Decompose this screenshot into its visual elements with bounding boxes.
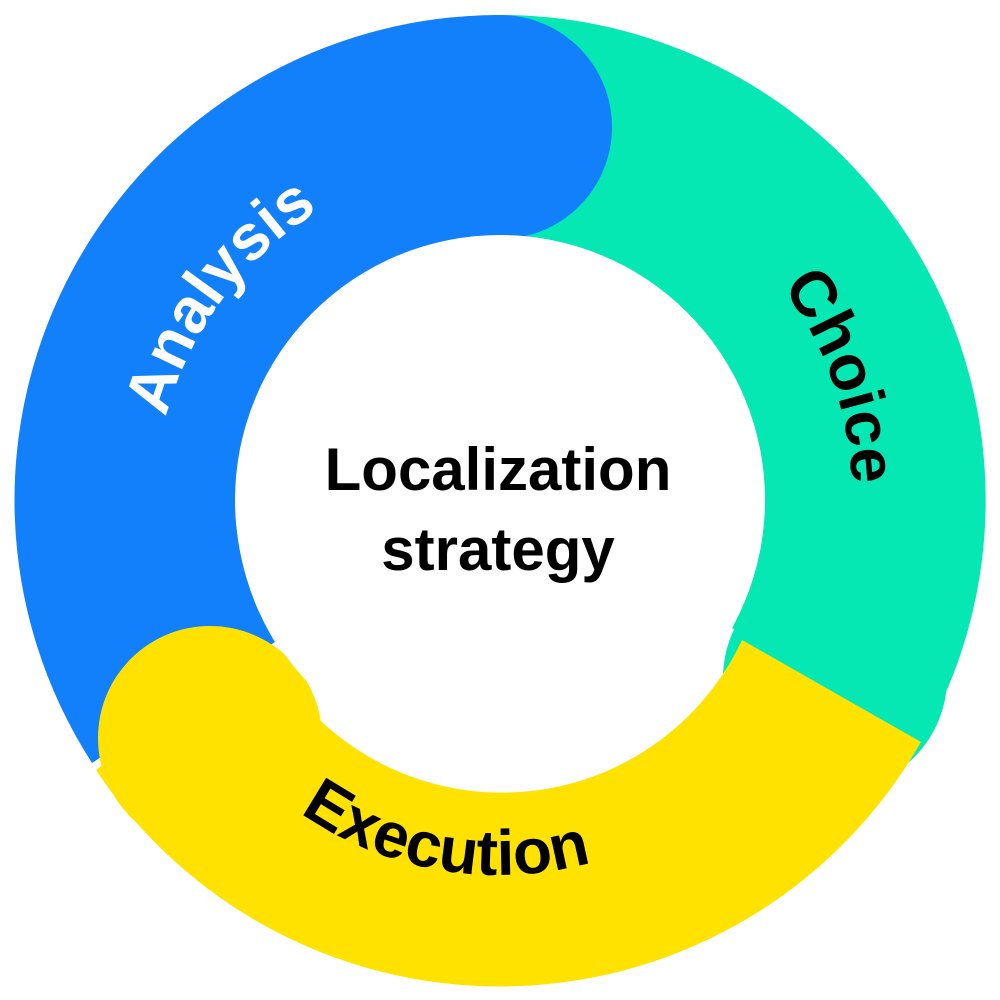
center-title-line1: Localization <box>325 436 672 503</box>
center-title-line2: strategy <box>381 516 615 583</box>
analysis-segment <box>14 14 501 763</box>
execution-end-cap <box>98 626 322 850</box>
analysis-end-cap <box>388 15 612 239</box>
choice-segment <box>500 14 986 742</box>
center-circle <box>235 235 765 765</box>
ring <box>14 14 986 987</box>
